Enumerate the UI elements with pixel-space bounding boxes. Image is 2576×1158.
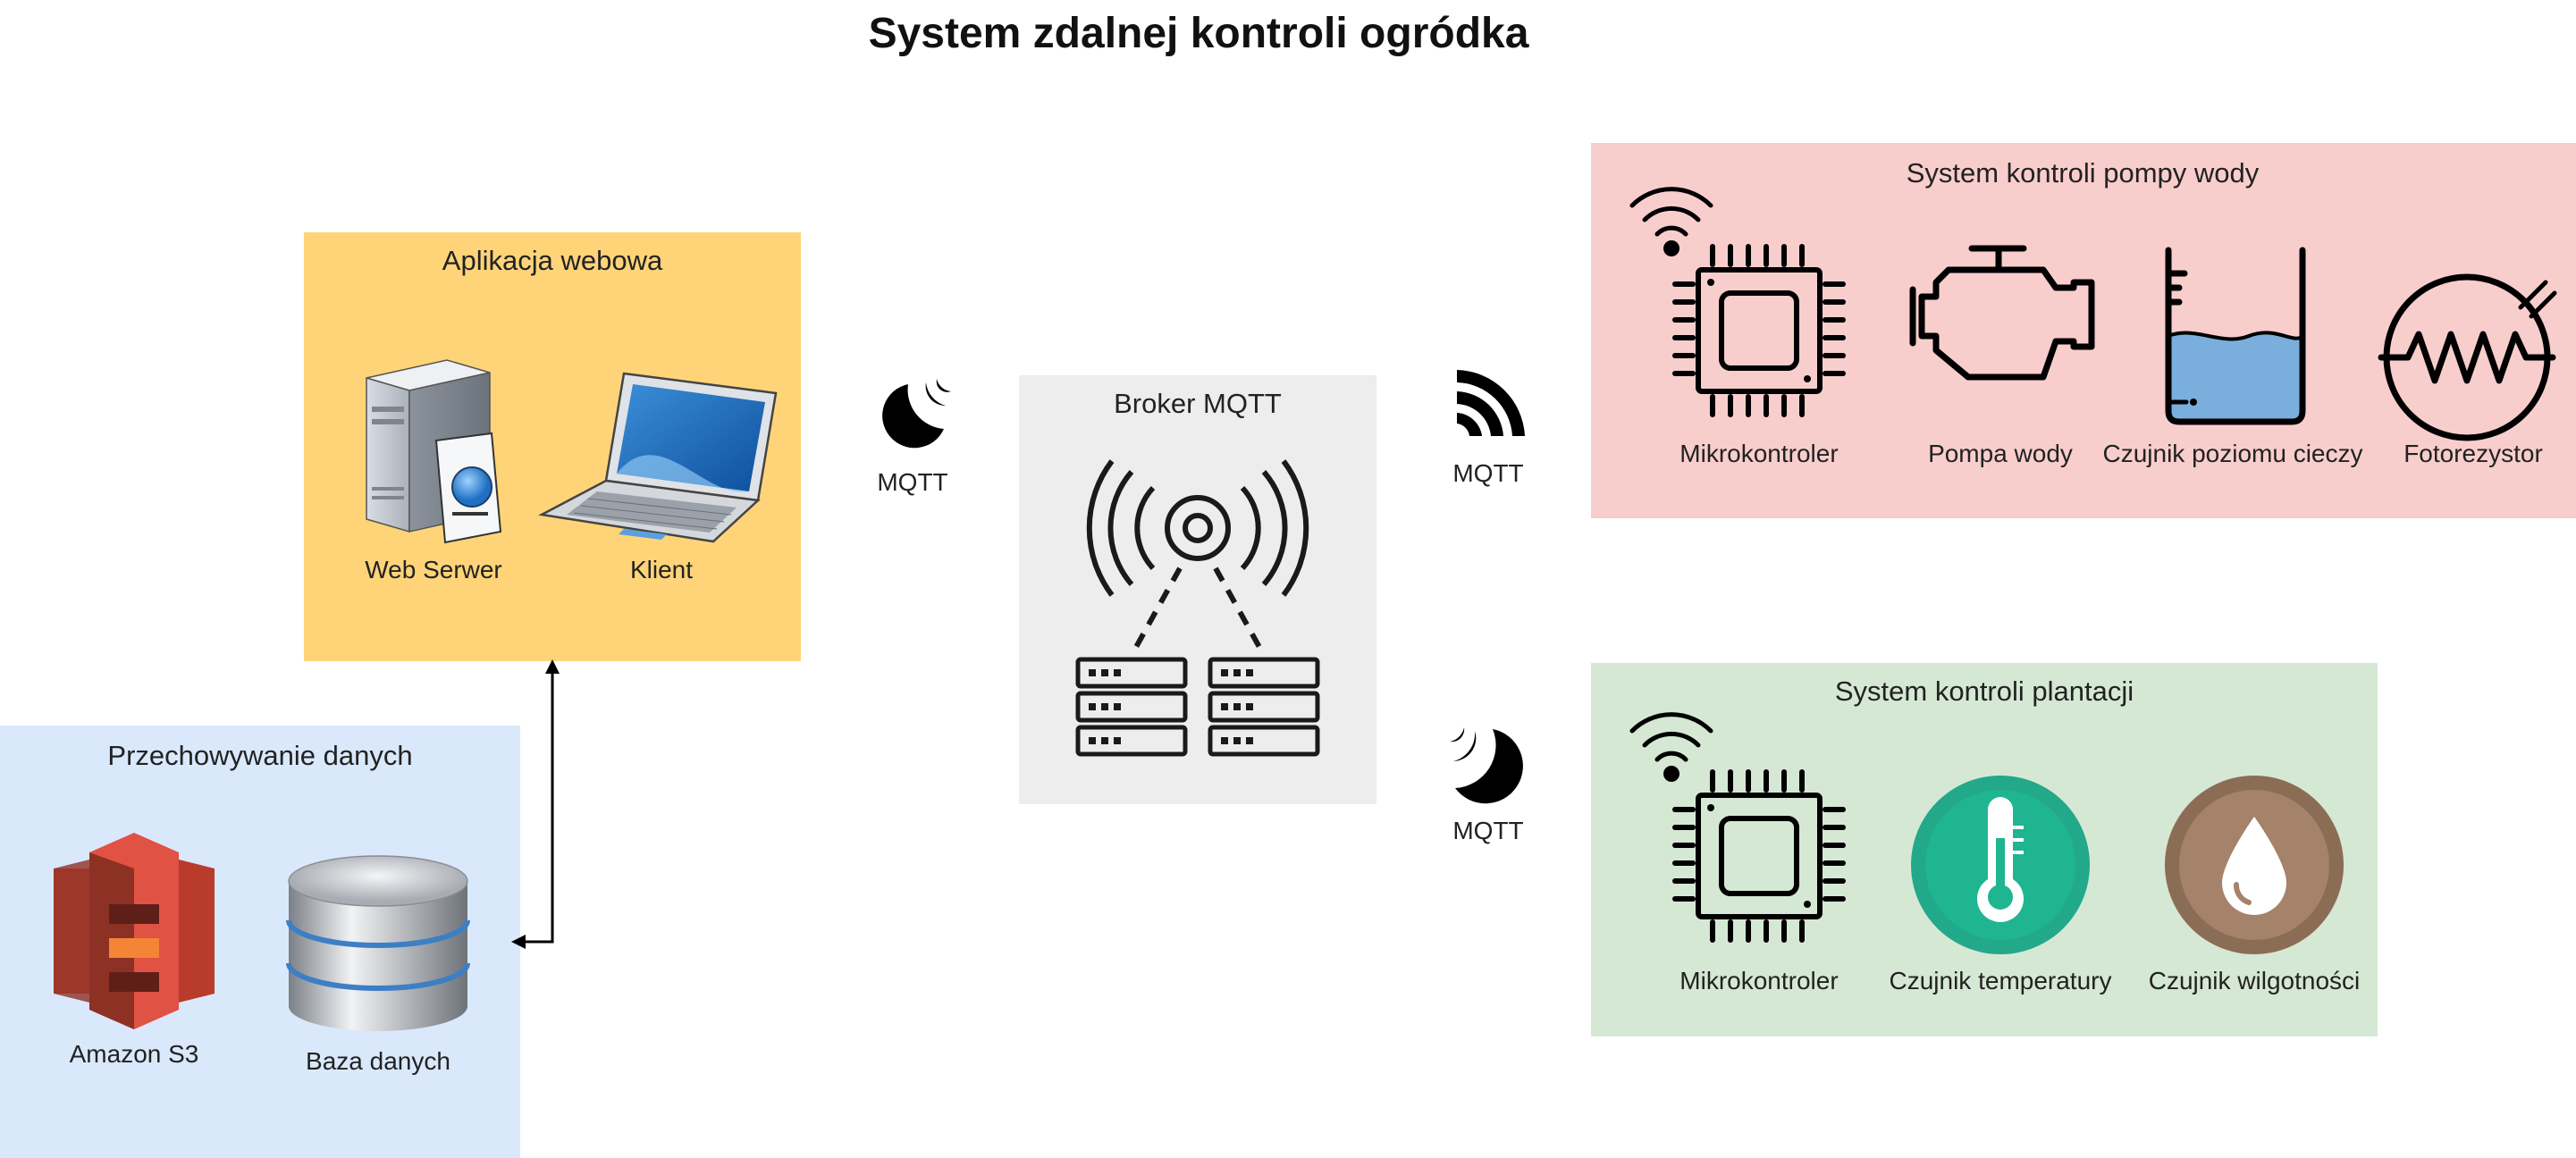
mqtt-label-top-right: MQTT [1452, 459, 1524, 487]
mqtt-icon [1448, 726, 1528, 806]
microcontroller-icon [1671, 243, 1847, 418]
mqtt-label-left: MQTT [877, 468, 948, 496]
storage-title: Przechowywanie danych [107, 740, 413, 771]
mqtt-icon [872, 375, 953, 456]
database-icon [286, 854, 470, 1033]
photoresistor-label: Fotorezystor [2403, 440, 2543, 467]
pump-system-panel: System kontroli pompy wody M [1591, 143, 2576, 518]
liquid-level-icon [2159, 247, 2311, 429]
storage-panel: Przechowywanie danych Amazon S3 B [0, 726, 520, 1158]
engine-pump-icon [1909, 243, 2097, 386]
wifi-icon [1629, 706, 1714, 783]
photoresistor-icon [2378, 268, 2574, 443]
plant-system-title: System kontroli plantacji [1834, 676, 2134, 707]
plant-mcu-label: Mikrokontroler [1679, 967, 1839, 994]
plant-system-panel: System kontroli plantacji Mi [1591, 663, 2378, 1036]
water-drop-icon [2163, 774, 2345, 956]
broker-panel: Broker MQTT [1019, 375, 1376, 804]
laptop-icon [535, 366, 785, 545]
mqtt-label-bottom-right: MQTT [1452, 817, 1524, 844]
diagram-title: System zdalnej kontroli ogródka [868, 10, 1529, 57]
web-app-panel: Aplikacja webowa Web Serwer [304, 232, 801, 661]
pump-label: Pompa wody [1928, 440, 2073, 467]
temperature-sensor-label: Czujnik temperatury [1889, 967, 2112, 994]
humidity-sensor-label: Czujnik wilgotności [2148, 967, 2361, 994]
client-label: Klient [629, 556, 694, 583]
pump-system-title: System kontroli pompy wody [1906, 157, 2260, 189]
mqtt-icon [1448, 366, 1528, 447]
server-label: Web Serwer [365, 556, 502, 583]
thermometer-icon [1909, 774, 2092, 956]
broadcast-servers-icon [1046, 459, 1350, 774]
s3-label: Amazon S3 [69, 1040, 199, 1068]
wifi-icon [1629, 180, 1714, 257]
server-icon [358, 353, 509, 545]
amazon-s3-icon [54, 833, 215, 1029]
db-label: Baza danych [306, 1047, 450, 1075]
storage-webapp-connector [509, 659, 563, 954]
broker-title: Broker MQTT [1114, 388, 1282, 419]
web-app-title: Aplikacja webowa [442, 245, 663, 276]
pump-mcu-label: Mikrokontroler [1679, 440, 1839, 467]
microcontroller-icon [1671, 768, 1847, 944]
level-sensor-label: Czujnik poziomu cieczy [2102, 440, 2363, 467]
